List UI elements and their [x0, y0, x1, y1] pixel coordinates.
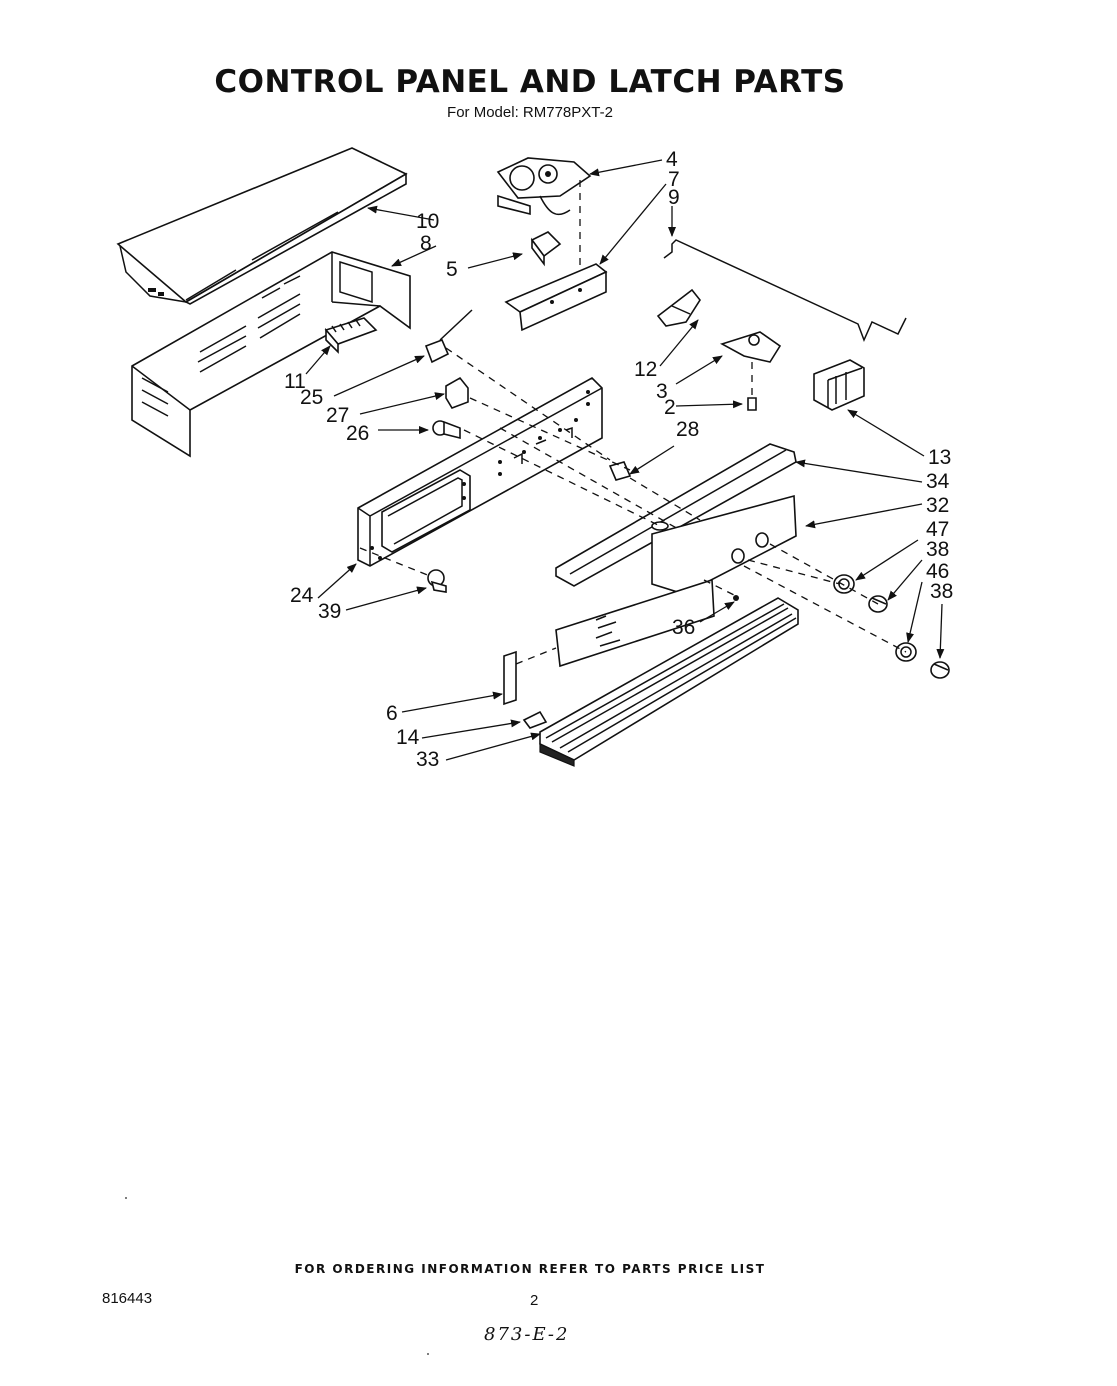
scan-speck [427, 1353, 429, 1355]
part-13-door-latch-block [813, 359, 865, 411]
part-10-cover-panel [116, 147, 408, 305]
callout-8: 8 [420, 232, 432, 255]
part-8-housing-bracket [131, 251, 411, 458]
part-9-latch-rod [663, 239, 907, 342]
callout-12: 12 [634, 358, 657, 381]
callout-leaders [305, 159, 945, 761]
callout-9: 9 [668, 186, 680, 209]
callout-46: 46 [926, 560, 949, 583]
callout-27: 27 [326, 404, 349, 427]
handwritten-code: 873-E-2 [484, 1324, 570, 1345]
part-25-thermostat [424, 309, 473, 364]
part-28-spacer [608, 461, 632, 481]
callout-13: 13 [928, 446, 951, 469]
callout-10: 10 [416, 210, 439, 233]
callout-4: 4 [666, 148, 678, 171]
callout-28: 28 [676, 418, 699, 441]
callout-38-upper: 38 [926, 538, 949, 561]
callout-7: 7 [668, 168, 680, 191]
callout-6: 6 [386, 702, 398, 725]
part-38-knob-lower [930, 661, 950, 679]
callout-47: 47 [926, 518, 949, 541]
model-subtitle: For Model: RM778PXT-2 [447, 104, 613, 121]
part-32-panel-face [651, 494, 797, 595]
assembly-dashed-lines [359, 347, 907, 665]
part-4-timer-motor [496, 157, 592, 270]
part-11-terminal-block [324, 317, 378, 354]
document-number: 816443 [102, 1290, 153, 1307]
callout-33: 33 [416, 748, 439, 771]
part-3-latch-arm [719, 331, 782, 398]
part-14-clip [522, 710, 548, 729]
callout-38-lower: 38 [930, 580, 953, 603]
part-47-escutcheon [833, 574, 855, 594]
part-26-plug-button [432, 420, 461, 440]
part-27-switch [445, 376, 469, 409]
control-panel-main [357, 377, 603, 567]
ordering-note: FOR ORDERING INFORMATION REFER TO PARTS … [294, 1262, 766, 1276]
callout-32: 32 [926, 494, 949, 517]
page-number: 2 [530, 1292, 539, 1309]
callout-36: 36 [672, 616, 695, 639]
callout-2: 2 [664, 396, 676, 419]
callout-24: 24 [290, 584, 314, 607]
callout-11: 11 [284, 370, 306, 393]
part-36-nameplate [555, 578, 739, 668]
part-33-trim-extrusion [539, 597, 799, 767]
page-title: CONTROL PANEL AND LATCH PARTS [214, 64, 846, 100]
scan-speck [125, 1197, 127, 1199]
callout-5: 5 [446, 258, 458, 281]
part-7-mounting-bracket [504, 263, 608, 332]
callout-39: 39 [318, 600, 341, 623]
callout-25: 25 [300, 386, 323, 409]
part-5-switch [530, 231, 562, 267]
part-12-latch [656, 288, 701, 327]
callout-14: 14 [396, 726, 420, 749]
callout-3: 3 [656, 380, 668, 403]
part-39-plug [427, 569, 447, 593]
part-2-screw [747, 397, 757, 411]
callout-34: 34 [926, 470, 950, 493]
callout-26: 26 [346, 422, 369, 445]
callout-numbers: 4 7 9 10 8 5 11 25 27 26 12 3 2 13 28 34… [284, 148, 953, 771]
part-6-spacer-post [503, 650, 517, 706]
